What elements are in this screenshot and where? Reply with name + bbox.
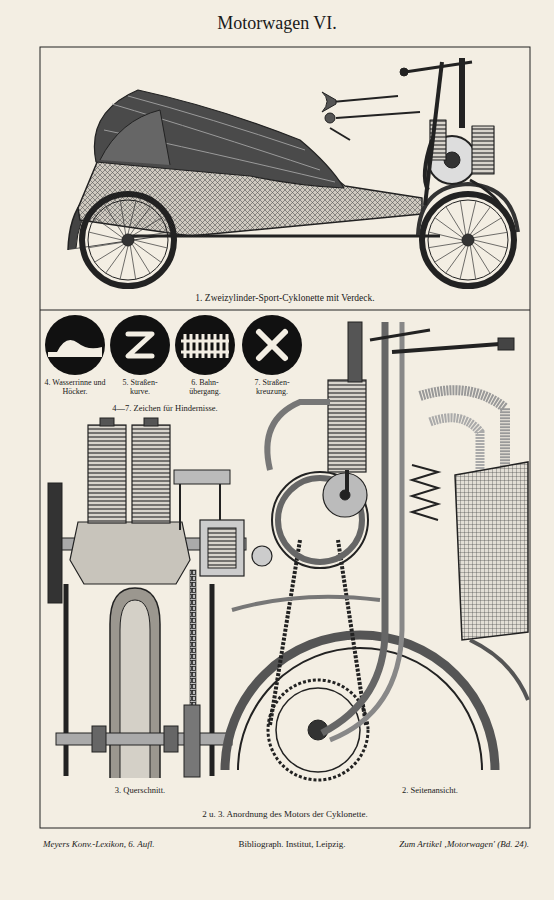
spoke — [474, 232, 508, 237]
spoke — [130, 246, 135, 280]
spoke — [128, 201, 136, 234]
sign-bahnuebergang — [175, 315, 235, 375]
spoke — [460, 246, 468, 279]
spoke — [89, 242, 123, 247]
spoke — [106, 207, 124, 236]
spoke — [95, 244, 124, 262]
sign-caption: 5. Straßen- kurve. — [113, 379, 167, 397]
spoke — [474, 240, 507, 248]
spoke — [134, 240, 167, 248]
sign-kreuzung — [242, 315, 302, 375]
figure-caption: 3. Querschnitt. — [114, 786, 166, 795]
group-caption: 4—7. Zeichen für Hindernisse. — [111, 404, 219, 413]
spoke — [460, 201, 465, 235]
spoke — [132, 244, 150, 273]
sign-caption: 7. Straßen- kreuzung. — [244, 379, 300, 397]
spoke — [134, 242, 162, 262]
publisher-note: Bibliograph. Institut, Leipzig. — [237, 840, 346, 850]
spoke — [435, 244, 464, 262]
wheel-spokes — [89, 201, 508, 280]
spoke — [446, 246, 466, 274]
spoke — [470, 246, 475, 280]
figure-caption: 2. Seitenansicht. — [401, 786, 459, 795]
spoke — [468, 201, 476, 234]
spoke — [446, 207, 464, 236]
spoke — [429, 242, 463, 247]
spoke — [89, 232, 122, 240]
divider — [40, 310, 530, 311]
plate-title: Motorwagen VI. — [216, 14, 338, 34]
cross-section — [48, 418, 246, 778]
spoke — [95, 218, 123, 238]
cyklonette — [68, 58, 518, 286]
spoke — [474, 242, 502, 262]
spoke — [134, 232, 168, 237]
sign-caption: 4. Wasserrinne und Höcker. — [42, 379, 108, 397]
obstacle-signs — [45, 315, 302, 375]
spoke — [435, 218, 463, 238]
spoke — [472, 218, 501, 236]
spoke — [120, 246, 128, 279]
publisher-note: Meyers Konv.-Lexikon, 6. Aufl. — [42, 840, 155, 850]
spoke — [130, 207, 150, 235]
spoke — [429, 232, 462, 240]
spoke — [470, 207, 490, 235]
spoke — [132, 218, 161, 236]
figure-caption: 2 u. 3. Anordnung des Motors der Cyklone… — [201, 810, 369, 820]
spoke — [472, 244, 490, 273]
figure-caption: 1. Zweizylinder-Sport-Cyklonette mit Ver… — [194, 293, 375, 303]
sign-kurve — [110, 315, 170, 375]
publisher-note: Zum Artikel ‚Motorwagen' (Bd. 24). — [398, 840, 530, 850]
spoke — [120, 201, 125, 235]
frame — [40, 47, 530, 828]
sign-wasserrinne — [45, 315, 105, 375]
spoke — [106, 246, 126, 274]
sign-caption: 6. Bahn- übergang. — [178, 379, 232, 397]
side-view — [225, 322, 528, 780]
